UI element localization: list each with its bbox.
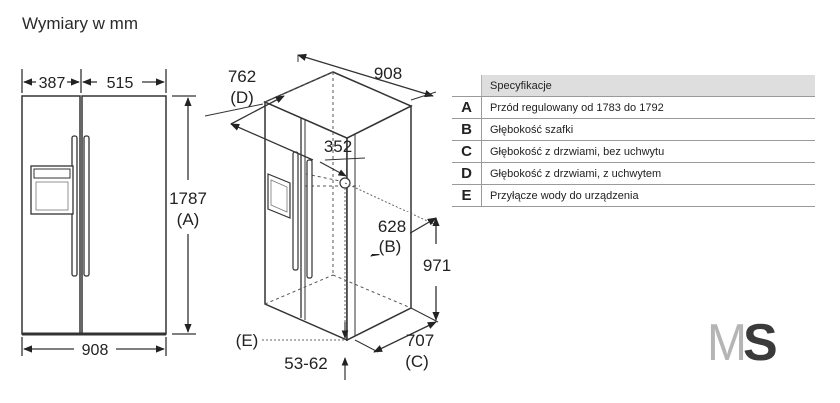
front-view: 387 515 1787 (A) 908 xyxy=(21,69,207,359)
spec-letter: E xyxy=(452,184,482,207)
spec-letter: D xyxy=(452,162,482,185)
iso-right-handle xyxy=(306,159,313,279)
page-title: Wymiary w mm xyxy=(22,14,138,33)
spec-text: Przód regulowany od 1783 do 1792 xyxy=(481,96,815,119)
spec-row: E Przyłącze wody do urządzenia xyxy=(452,184,815,207)
dim-depth-door-handle: 762 xyxy=(228,67,256,86)
dim-right-width: 515 xyxy=(107,75,134,92)
dim-top-width: 908 xyxy=(374,64,402,83)
spec-row: D Głębokość z drzwiami, z uchwytem xyxy=(452,162,815,185)
iso-view: 762 (D) 908 352 628 (B) 971 707 (C) (E) … xyxy=(204,53,451,380)
dim-left-width: 387 xyxy=(39,75,66,92)
dim-water-height: 971 xyxy=(423,256,451,275)
dim-depth-cabinet: 628 xyxy=(378,217,406,236)
dim-depth-cabinet-ref: (B) xyxy=(379,237,402,256)
spec-text: Głębokość z drzwiami, z uchwytem xyxy=(481,162,815,185)
dim-height-ref: (A) xyxy=(177,210,200,229)
dim-water-offset: 352 xyxy=(324,137,352,156)
logo-letter-m: M xyxy=(707,316,747,364)
dim-total-width: 908 xyxy=(82,342,109,359)
fridge-right-door xyxy=(81,95,167,335)
spec-text: Przyłącze wody do urządzenia xyxy=(481,184,815,207)
dim-depth-door: 707 xyxy=(406,331,434,350)
logo-letter-s: S xyxy=(743,316,778,364)
spec-letter: B xyxy=(452,118,482,141)
iso-water-dispenser xyxy=(267,173,291,219)
brand-logo: M S xyxy=(707,316,778,364)
spec-text: Głębokość szafki xyxy=(481,118,815,141)
spec-row: A Przód regulowany od 1783 do 1792 xyxy=(452,96,815,119)
spec-table-header-row: Specyfikacje xyxy=(452,75,815,97)
dim-height: 1787 xyxy=(169,189,207,208)
fridge-right-handle xyxy=(83,135,90,277)
spec-letter: C xyxy=(452,140,482,163)
water-dispenser xyxy=(30,165,74,215)
dim-depth-door-handle-ref: (D) xyxy=(230,88,254,107)
dim-water-bottom: 53-62 xyxy=(284,354,327,373)
fridge-left-door xyxy=(21,95,81,335)
spec-text: Głębokość z drzwiami, bez uchwytu xyxy=(481,140,815,163)
spec-letter: A xyxy=(452,96,482,119)
dim-depth-door-ref: (C) xyxy=(405,352,429,371)
spec-row: B Głębokość szafki xyxy=(452,118,815,141)
spec-row: C Głębokość z drzwiami, bez uchwytu xyxy=(452,140,815,163)
iso-left-handle xyxy=(292,151,299,271)
spec-table: Specyfikacje A Przód regulowany od 1783 … xyxy=(452,75,815,207)
water-connection-ref: (E) xyxy=(236,331,259,350)
spec-table-header: Specyfikacje xyxy=(481,75,815,97)
